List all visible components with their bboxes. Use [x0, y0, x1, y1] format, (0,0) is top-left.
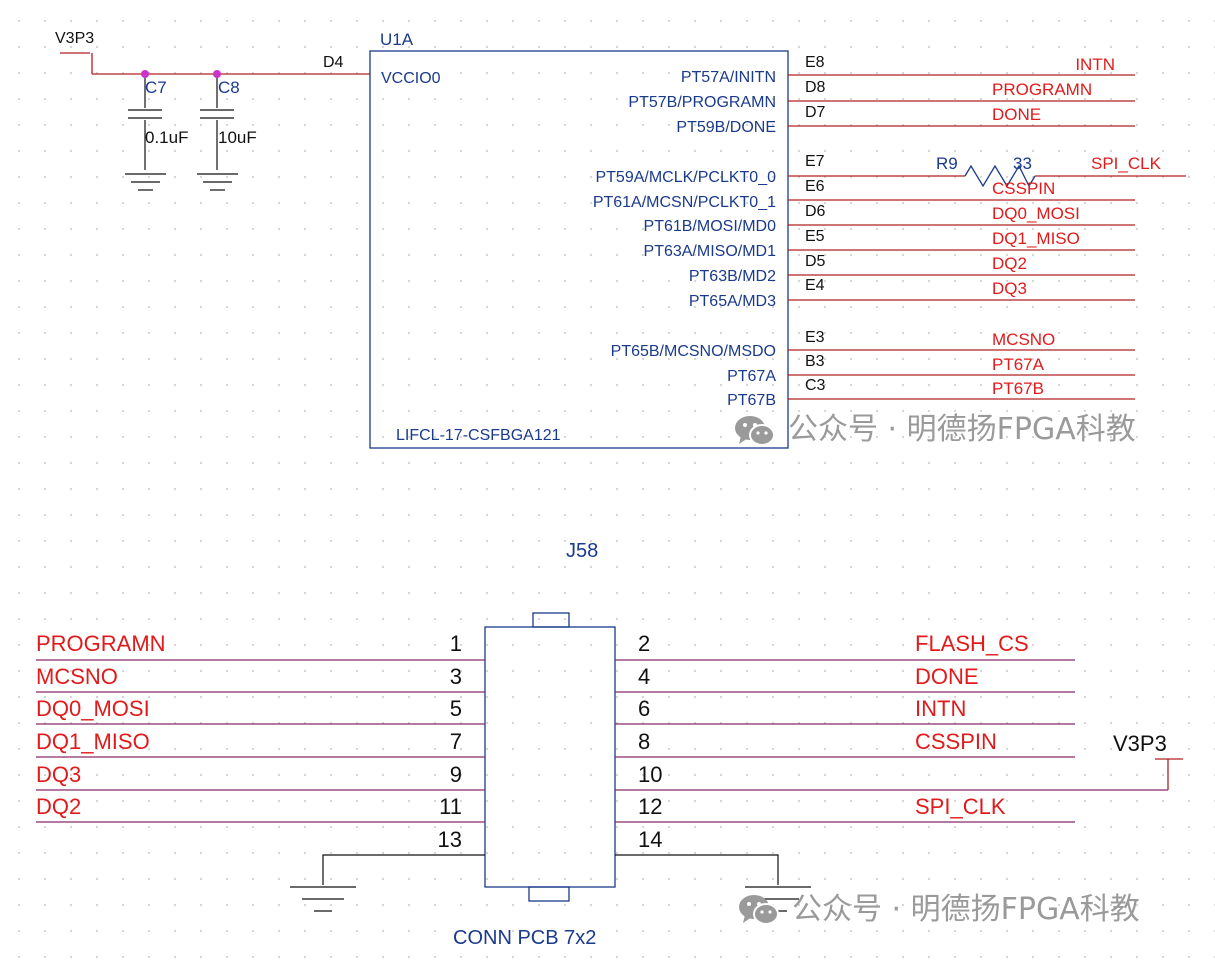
pin-name-pt67b: PT67B [727, 392, 776, 409]
pin-name-pt65a: PT65A/MD3 [688, 293, 776, 310]
net-label-spi-clk: SPI_CLK [1091, 154, 1161, 173]
j58-net-dq0-mosi: DQ0_MOSI [36, 696, 150, 721]
net-label-programn: PROGRAMN [992, 80, 1093, 99]
u1a-ref: U1A [380, 30, 414, 49]
pin-name-pt57a: PT57A/INITN [680, 69, 776, 86]
pin-number-e6: E6 [805, 178, 825, 195]
watermark-text-top: 公众号 · 明德扬FPGA科教 [788, 412, 1136, 447]
j58-pin-5: 5 [449, 696, 462, 721]
pin-number-d5: D5 [805, 253, 826, 270]
j58-pin-9: 9 [449, 762, 462, 787]
j58-pin-10: 10 [638, 762, 663, 787]
j58-net-done: DONE [915, 664, 979, 689]
pin-name-pt63a: PT63A/MISO/MD1 [643, 243, 776, 260]
net-label-dq3: DQ3 [992, 279, 1027, 298]
c8-ref: C8 [218, 78, 240, 97]
j58-right-wires [615, 659, 1168, 823]
j58-pin-11: 11 [439, 794, 462, 819]
net-label-pt67b: PT67B [992, 379, 1044, 398]
pin-name-pt59b: PT59B/DONE [676, 119, 776, 136]
pin-name-pt57b: PT57B/PROGRAMN [628, 94, 776, 111]
j58-pin-4: 4 [638, 664, 651, 689]
j58-left-ground-symbol [290, 886, 356, 912]
net-label-mcsno: MCSNO [992, 330, 1056, 349]
junction-c7 [141, 70, 149, 78]
c7-symbol [128, 74, 162, 170]
j58-net-csspin: CSSPIN [915, 729, 997, 754]
net-label-pt67a: PT67A [992, 355, 1044, 374]
net-label-intn: INTN [1075, 55, 1115, 74]
j58-net-programn: PROGRAMN [36, 631, 166, 656]
pin-number-d8: D8 [805, 79, 826, 96]
pin-number-e3: E3 [805, 329, 825, 346]
j58-net-flash-cs: FLASH_CS [915, 631, 1029, 656]
pin-number-d6: D6 [805, 203, 826, 220]
j58-net-dq2: DQ2 [36, 794, 82, 819]
j58-net-spi-clk: SPI_CLK [915, 794, 1006, 819]
u1a-right-wires [788, 74, 1186, 400]
j58-pin-14: 14 [638, 827, 663, 852]
j58-pin-13: 13 [437, 827, 462, 852]
r9-resistor [964, 164, 1036, 188]
pin-number-e8: E8 [805, 54, 825, 71]
j58-ref: J58 [566, 540, 599, 562]
pin-number-b3: B3 [805, 353, 825, 370]
j58-net-mcsno: MCSNO [36, 664, 118, 689]
j58-pin-12: 12 [638, 794, 663, 819]
j58-pin-2: 2 [638, 631, 651, 656]
r9-ref: R9 [936, 154, 958, 173]
pin-name-pt61b: PT61B/MOSI/MD0 [643, 218, 776, 235]
pin-name-pt59a: PT59A/MCLK/PCLKT0_0 [595, 169, 776, 186]
u1a-part-number: LIFCL-17-CSFBGA121 [396, 427, 561, 444]
wechat-icon [735, 416, 775, 446]
j58-v3p3-power-label: V3P3 [1113, 731, 1167, 756]
j58-left-wires [36, 659, 485, 823]
watermark-text-bottom: 公众号 · 明德扬FPGA科教 [792, 892, 1140, 927]
j58-top-tab [532, 612, 570, 628]
r9-value: 33 [1013, 154, 1032, 173]
j58-net-dq1-miso: DQ1_MISO [36, 729, 150, 754]
pin-name-pt65b: PT65B/MCSNO/MSDO [610, 343, 776, 360]
net-label-dq1-miso: DQ1_MISO [992, 229, 1080, 248]
c7-ref: C7 [145, 78, 167, 97]
pin-number-e4: E4 [805, 277, 825, 294]
j58-pin-1: 1 [449, 631, 462, 656]
u1a-pin-d4: D4 [323, 54, 344, 71]
vccio-power-net [60, 52, 370, 75]
c8-ground-symbol [197, 173, 238, 191]
j58-part: CONN PCB 7x2 [453, 927, 597, 949]
c8-value: 10uF [218, 128, 257, 147]
j58-net-intn: INTN [915, 696, 967, 721]
junction-c8 [213, 70, 221, 78]
pin-number-d7: D7 [805, 104, 826, 121]
c8-symbol [200, 74, 234, 170]
pin-name-pt61a: PT61A/MCSN/PCLKT0_1 [592, 194, 776, 211]
pin-number-c3: C3 [805, 377, 826, 394]
j58-pin-8: 8 [638, 729, 651, 754]
pin-number-e5: E5 [805, 228, 825, 245]
j58-pin-3: 3 [449, 664, 462, 689]
pin-number-e7: E7 [805, 153, 825, 170]
j58-pin-6: 6 [638, 696, 651, 721]
net-label-dq2: DQ2 [992, 254, 1027, 273]
c7-ground-symbol [125, 173, 166, 191]
net-label-done: DONE [992, 105, 1042, 124]
pin-name-pt67a: PT67A [727, 368, 776, 385]
j58-net-dq3: DQ3 [36, 762, 82, 787]
net-label-csspin: CSSPIN [992, 179, 1056, 198]
j58-ground-wires [322, 854, 779, 885]
pin-name-pt63b: PT63B/MD2 [688, 268, 776, 285]
u1a-pin-name-vccio0: VCCIO0 [381, 70, 441, 87]
j58-body [484, 626, 616, 888]
j58-pin-7: 7 [449, 729, 462, 754]
v3p3-power-label: V3P3 [55, 30, 95, 47]
j58-bottom-tab [528, 886, 570, 902]
c7-value: 0.1uF [145, 128, 189, 147]
j58-v3p3-net [1155, 758, 1183, 790]
net-label-dq0-mosi: DQ0_MOSI [992, 204, 1080, 223]
wechat-icon [739, 895, 779, 925]
